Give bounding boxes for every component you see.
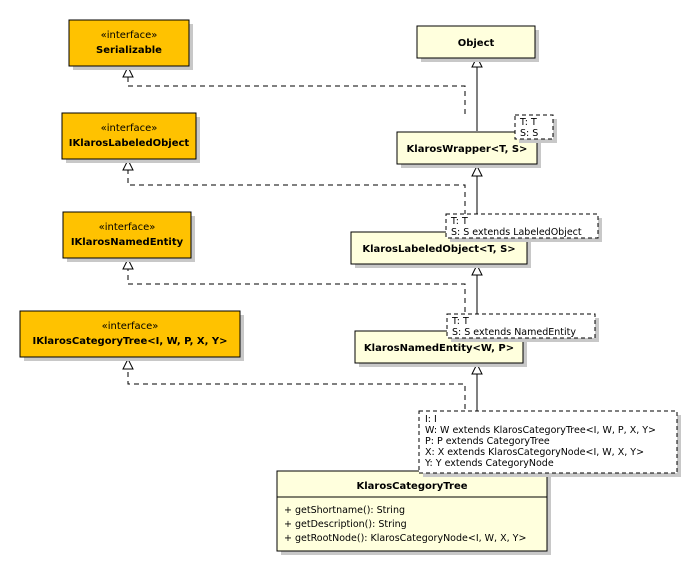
- template-params-category-tree: I: I W: W extends KlarosCategoryTree<I, …: [418, 410, 681, 477]
- template-param: S: S extends LabeledObject: [451, 227, 582, 238]
- relationship-lines: [127, 67, 478, 412]
- template-param: W: W extends KlarosCategoryTree<I, W, P,…: [425, 425, 656, 436]
- interface-iklaros-labeled-object[interactable]: «interface» IKlarosLabeledObject: [61, 112, 200, 163]
- class-klaros-wrapper[interactable]: KlarosWrapper<T, S>: [396, 131, 541, 168]
- template-param: T: T: [519, 117, 537, 128]
- interface-stereotype: «interface»: [99, 222, 156, 233]
- class-name: KlarosWrapper<T, S>: [407, 144, 528, 155]
- interface-iklaros-named-entity[interactable]: «interface» IKlarosNamedEntity: [62, 211, 195, 262]
- class-name: KlarosNamedEntity<W, P>: [364, 343, 514, 354]
- realization-category-tree: [127, 369, 466, 409]
- realization-serializable: [127, 70, 466, 114]
- template-param: P: P extends CategoryTree: [425, 436, 550, 447]
- interface-serializable[interactable]: «interface» Serializable: [68, 19, 193, 70]
- arrowhead-labeled: [471, 263, 483, 276]
- interface-name: IKlarosCategoryTree<I, W, P, X, Y>: [32, 336, 227, 347]
- operation: + getShortname(): String: [284, 505, 405, 516]
- interface-stereotype: «interface»: [101, 123, 158, 134]
- template-params-named-entity: T: T S: S extends NamedEntity: [446, 313, 599, 342]
- arrowhead-wrapper: [471, 164, 483, 177]
- template-param: Y: Y extends CategoryNode: [424, 458, 554, 469]
- operation: + getRootNode(): KlarosCategoryNode<I, W…: [284, 533, 526, 544]
- template-params-wrapper: T: T S: S: [514, 114, 557, 143]
- interface-stereotype: «interface»: [101, 30, 158, 41]
- class-name: KlarosLabeledObject<T, S>: [362, 244, 515, 255]
- realization-named-entity: [127, 269, 466, 312]
- template-param: S: S extends NamedEntity: [452, 327, 576, 338]
- interface-name: IKlarosNamedEntity: [71, 237, 184, 248]
- operation: + getDescription(): String: [284, 519, 407, 530]
- arrowhead-named: [471, 362, 483, 375]
- arrowheads: [122, 55, 483, 375]
- arrowhead-ilabeled: [122, 158, 134, 171]
- arrowhead-serializable: [122, 65, 134, 78]
- template-param: T: T: [450, 216, 468, 227]
- template-param: S: S: [520, 128, 538, 139]
- template-param: I: I: [425, 414, 437, 425]
- class-name: KlarosCategoryTree: [356, 481, 467, 492]
- realization-labeled-object: [127, 170, 466, 224]
- arrowhead-icategorytree: [122, 357, 134, 370]
- class-object[interactable]: Object: [416, 25, 539, 62]
- interface-iklaros-category-tree[interactable]: «interface» IKlarosCategoryTree<I, W, P,…: [19, 310, 244, 361]
- class-klaros-category-tree[interactable]: KlarosCategoryTree + getShortname(): Str…: [276, 470, 551, 555]
- interface-stereotype: «interface»: [102, 321, 159, 332]
- template-param: X: X extends KlarosCategoryNode<I, W, X,…: [425, 447, 644, 458]
- template-params-labeled-object: T: T S: S extends LabeledObject: [445, 213, 602, 242]
- class-name: Object: [458, 38, 495, 49]
- template-param: T: T: [451, 316, 469, 327]
- interface-name: IKlarosLabeledObject: [69, 138, 190, 149]
- arrowhead-inamed: [122, 257, 134, 270]
- interface-name: Serializable: [96, 45, 162, 56]
